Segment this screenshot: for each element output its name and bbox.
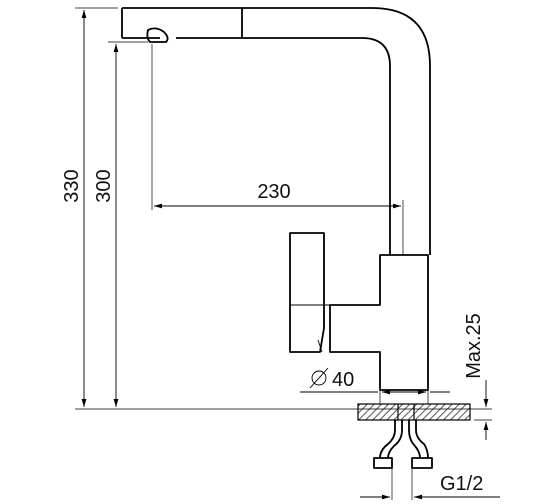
spout-inner [122,37,391,255]
faucet-body [329,254,429,391]
countertop-section [357,403,471,421]
dim-base-diameter: 40 [332,369,354,391]
diameter-symbol-icon [309,367,329,389]
dim-spout-height: 300 [93,169,115,202]
supply-hoses [373,420,433,469]
dimension-lines [75,7,500,500]
dim-thread: G1/2 [440,473,483,495]
spout-outer [122,7,431,255]
dim-total-height: 330 [61,169,83,202]
dim-max-mount-thickness: Max.25 [463,313,485,379]
faucet-outline [121,7,431,391]
spray-nozzle [146,27,169,43]
dim-spout-reach: 230 [257,181,290,203]
faucet-lever [289,232,325,353]
lever-detail [290,304,330,353]
